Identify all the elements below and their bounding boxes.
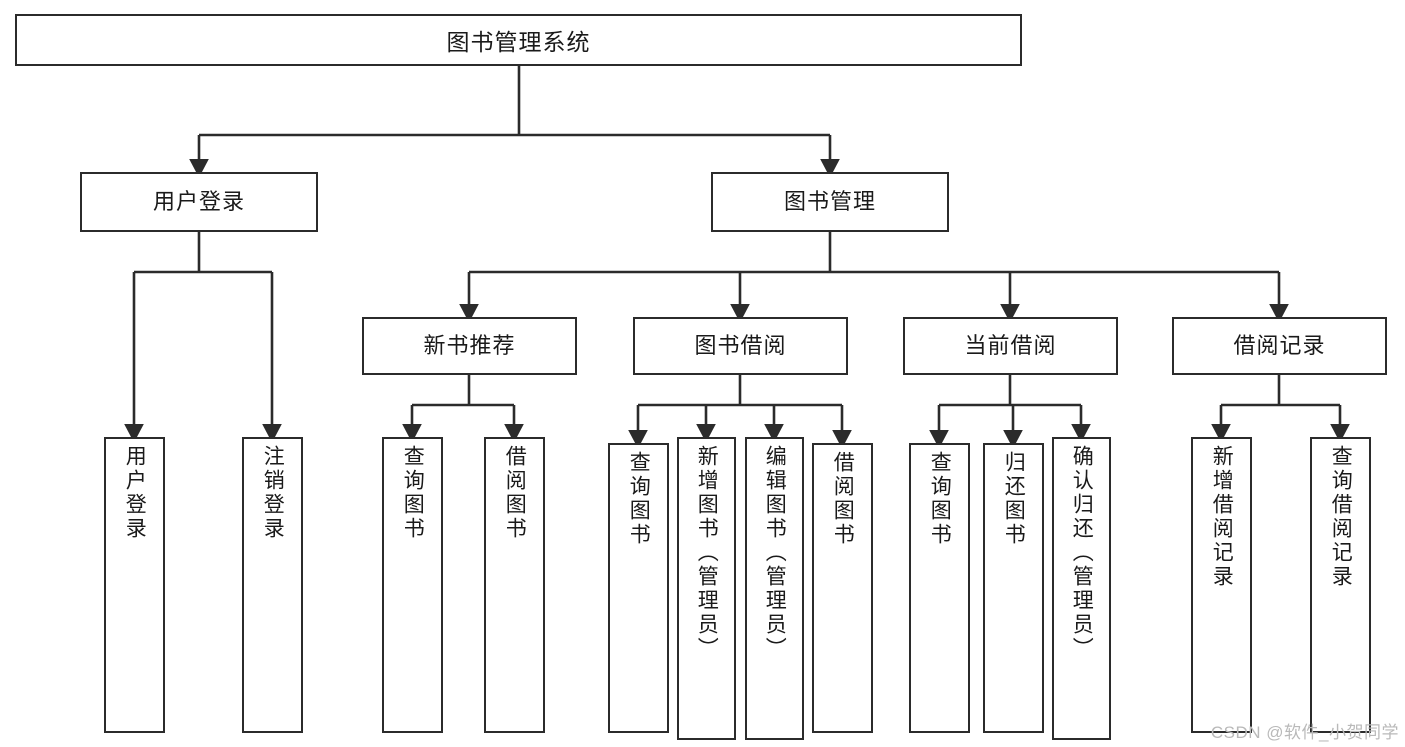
leaf-borrow-add-book-admin[interactable]: 新增图书（管理员） xyxy=(677,437,736,740)
node-book-borrow[interactable]: 图书借阅 xyxy=(633,317,848,375)
node-root[interactable]: 图书管理系统 xyxy=(15,14,1022,66)
node-new-book-recommend-label: 新书推荐 xyxy=(423,332,516,358)
node-book-management-label: 图书管理 xyxy=(783,188,876,214)
leaf-borrow-edit-book-admin[interactable]: 编辑图书（管理员） xyxy=(745,437,804,740)
leaf-label: 查询借阅记录 xyxy=(1329,445,1353,589)
leaf-recommend-query-book[interactable]: 查询图书 xyxy=(382,437,443,733)
leaf-current-confirm-return-admin[interactable]: 确认归还（管理员） xyxy=(1052,437,1111,740)
node-current-borrow[interactable]: 当前借阅 xyxy=(903,317,1118,375)
leaf-borrow-query-book[interactable]: 查询图书 xyxy=(608,443,669,733)
leaf-label: 新增借阅记录 xyxy=(1210,445,1234,589)
node-new-book-recommend[interactable]: 新书推荐 xyxy=(362,317,577,375)
leaf-label: 借阅图书 xyxy=(503,445,527,541)
node-user-login[interactable]: 用户登录 xyxy=(80,172,318,232)
node-root-label: 图书管理系统 xyxy=(446,29,591,55)
node-book-management[interactable]: 图书管理 xyxy=(711,172,949,232)
leaf-label: 注销登录 xyxy=(261,445,285,541)
leaf-label: 归还图书 xyxy=(1002,451,1026,547)
leaf-label: 用户登录 xyxy=(123,445,147,541)
leaf-user-login-logout[interactable]: 注销登录 xyxy=(242,437,303,733)
node-borrow-record-label: 借阅记录 xyxy=(1233,332,1326,358)
node-book-borrow-label: 图书借阅 xyxy=(694,332,787,358)
leaf-borrow-borrow-book[interactable]: 借阅图书 xyxy=(812,443,873,733)
leaf-label: 查询图书 xyxy=(401,445,425,541)
leaf-label: 借阅图书 xyxy=(831,451,855,547)
leaf-label: 查询图书 xyxy=(627,451,651,547)
leaf-user-login-login[interactable]: 用户登录 xyxy=(104,437,165,733)
node-current-borrow-label: 当前借阅 xyxy=(964,332,1057,358)
leaf-current-return-book[interactable]: 归还图书 xyxy=(983,443,1044,733)
leaf-current-query-book[interactable]: 查询图书 xyxy=(909,443,970,733)
leaf-label: 确认归还（管理员） xyxy=(1070,445,1094,661)
leaf-label: 新增图书（管理员） xyxy=(695,445,719,661)
node-user-login-label: 用户登录 xyxy=(152,188,245,214)
leaf-recommend-borrow-book[interactable]: 借阅图书 xyxy=(484,437,545,733)
node-borrow-record[interactable]: 借阅记录 xyxy=(1172,317,1387,375)
watermark: CSDN @软件_小贺同学 xyxy=(1210,723,1399,742)
leaf-label: 查询图书 xyxy=(928,451,952,547)
leaf-record-add-record[interactable]: 新增借阅记录 xyxy=(1191,437,1252,733)
leaf-label: 编辑图书（管理员） xyxy=(763,445,787,661)
leaf-record-query-record[interactable]: 查询借阅记录 xyxy=(1310,437,1371,733)
